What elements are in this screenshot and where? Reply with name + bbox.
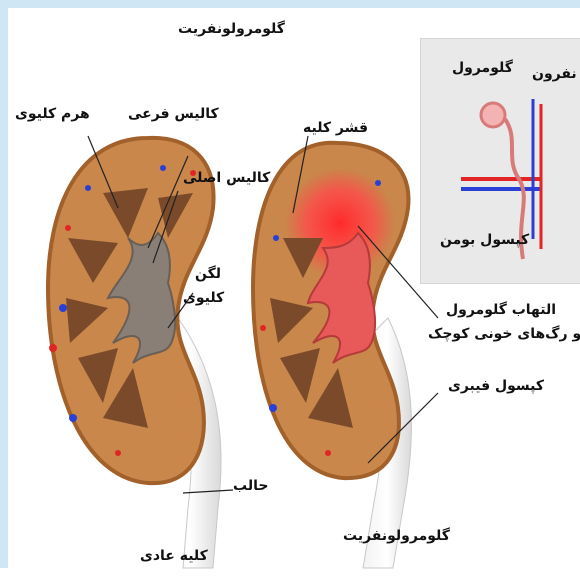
- artery-dot: [65, 225, 71, 231]
- artery-dot: [49, 344, 57, 352]
- caption-normal: کلیه عادی: [140, 548, 208, 564]
- major-calyx-label: کالیس اصلی: [183, 170, 270, 186]
- renal-pelvis-label-2: کلیوی: [183, 290, 224, 306]
- artery-dot: [260, 325, 266, 331]
- artery-dot: [115, 450, 121, 456]
- renal-pelvis-label-1: لگن: [195, 266, 221, 282]
- caption-diseased: گلومرولونفریت: [343, 528, 450, 544]
- vein-dot: [273, 235, 279, 241]
- vein-dot: [69, 414, 77, 422]
- bowman-capsule-label: کپسول بومن: [440, 232, 529, 248]
- nephron-label: نفرون: [532, 66, 577, 82]
- renal-pyramid-label: هرم کلیوی: [15, 106, 90, 122]
- inflamed-label-1: التهاب گلومرول: [446, 302, 556, 318]
- vein-dot: [375, 180, 381, 186]
- vein-dot: [59, 304, 67, 312]
- inflamed-label-2: و رگ‌های خونی کوچک: [428, 326, 580, 342]
- ureter-label: حالب: [233, 478, 268, 494]
- title-top-label: گلومرولونفریت: [178, 21, 285, 37]
- vein-dot: [160, 165, 166, 171]
- glomerulus-body: [481, 103, 505, 127]
- glomerulus-label: گلومرول: [452, 60, 513, 76]
- artery-dot: [325, 450, 331, 456]
- vein-dot: [269, 404, 277, 412]
- vein-dot: [85, 185, 91, 191]
- diseased-kidney: [253, 143, 411, 568]
- normal-kidney: [48, 138, 221, 568]
- renal-cortex-label: قشر کلیه: [303, 120, 368, 136]
- minor-calyx-label: کالیس فرعی: [128, 106, 219, 122]
- fibrous-capsule-label: کپسول فیبری: [448, 378, 544, 394]
